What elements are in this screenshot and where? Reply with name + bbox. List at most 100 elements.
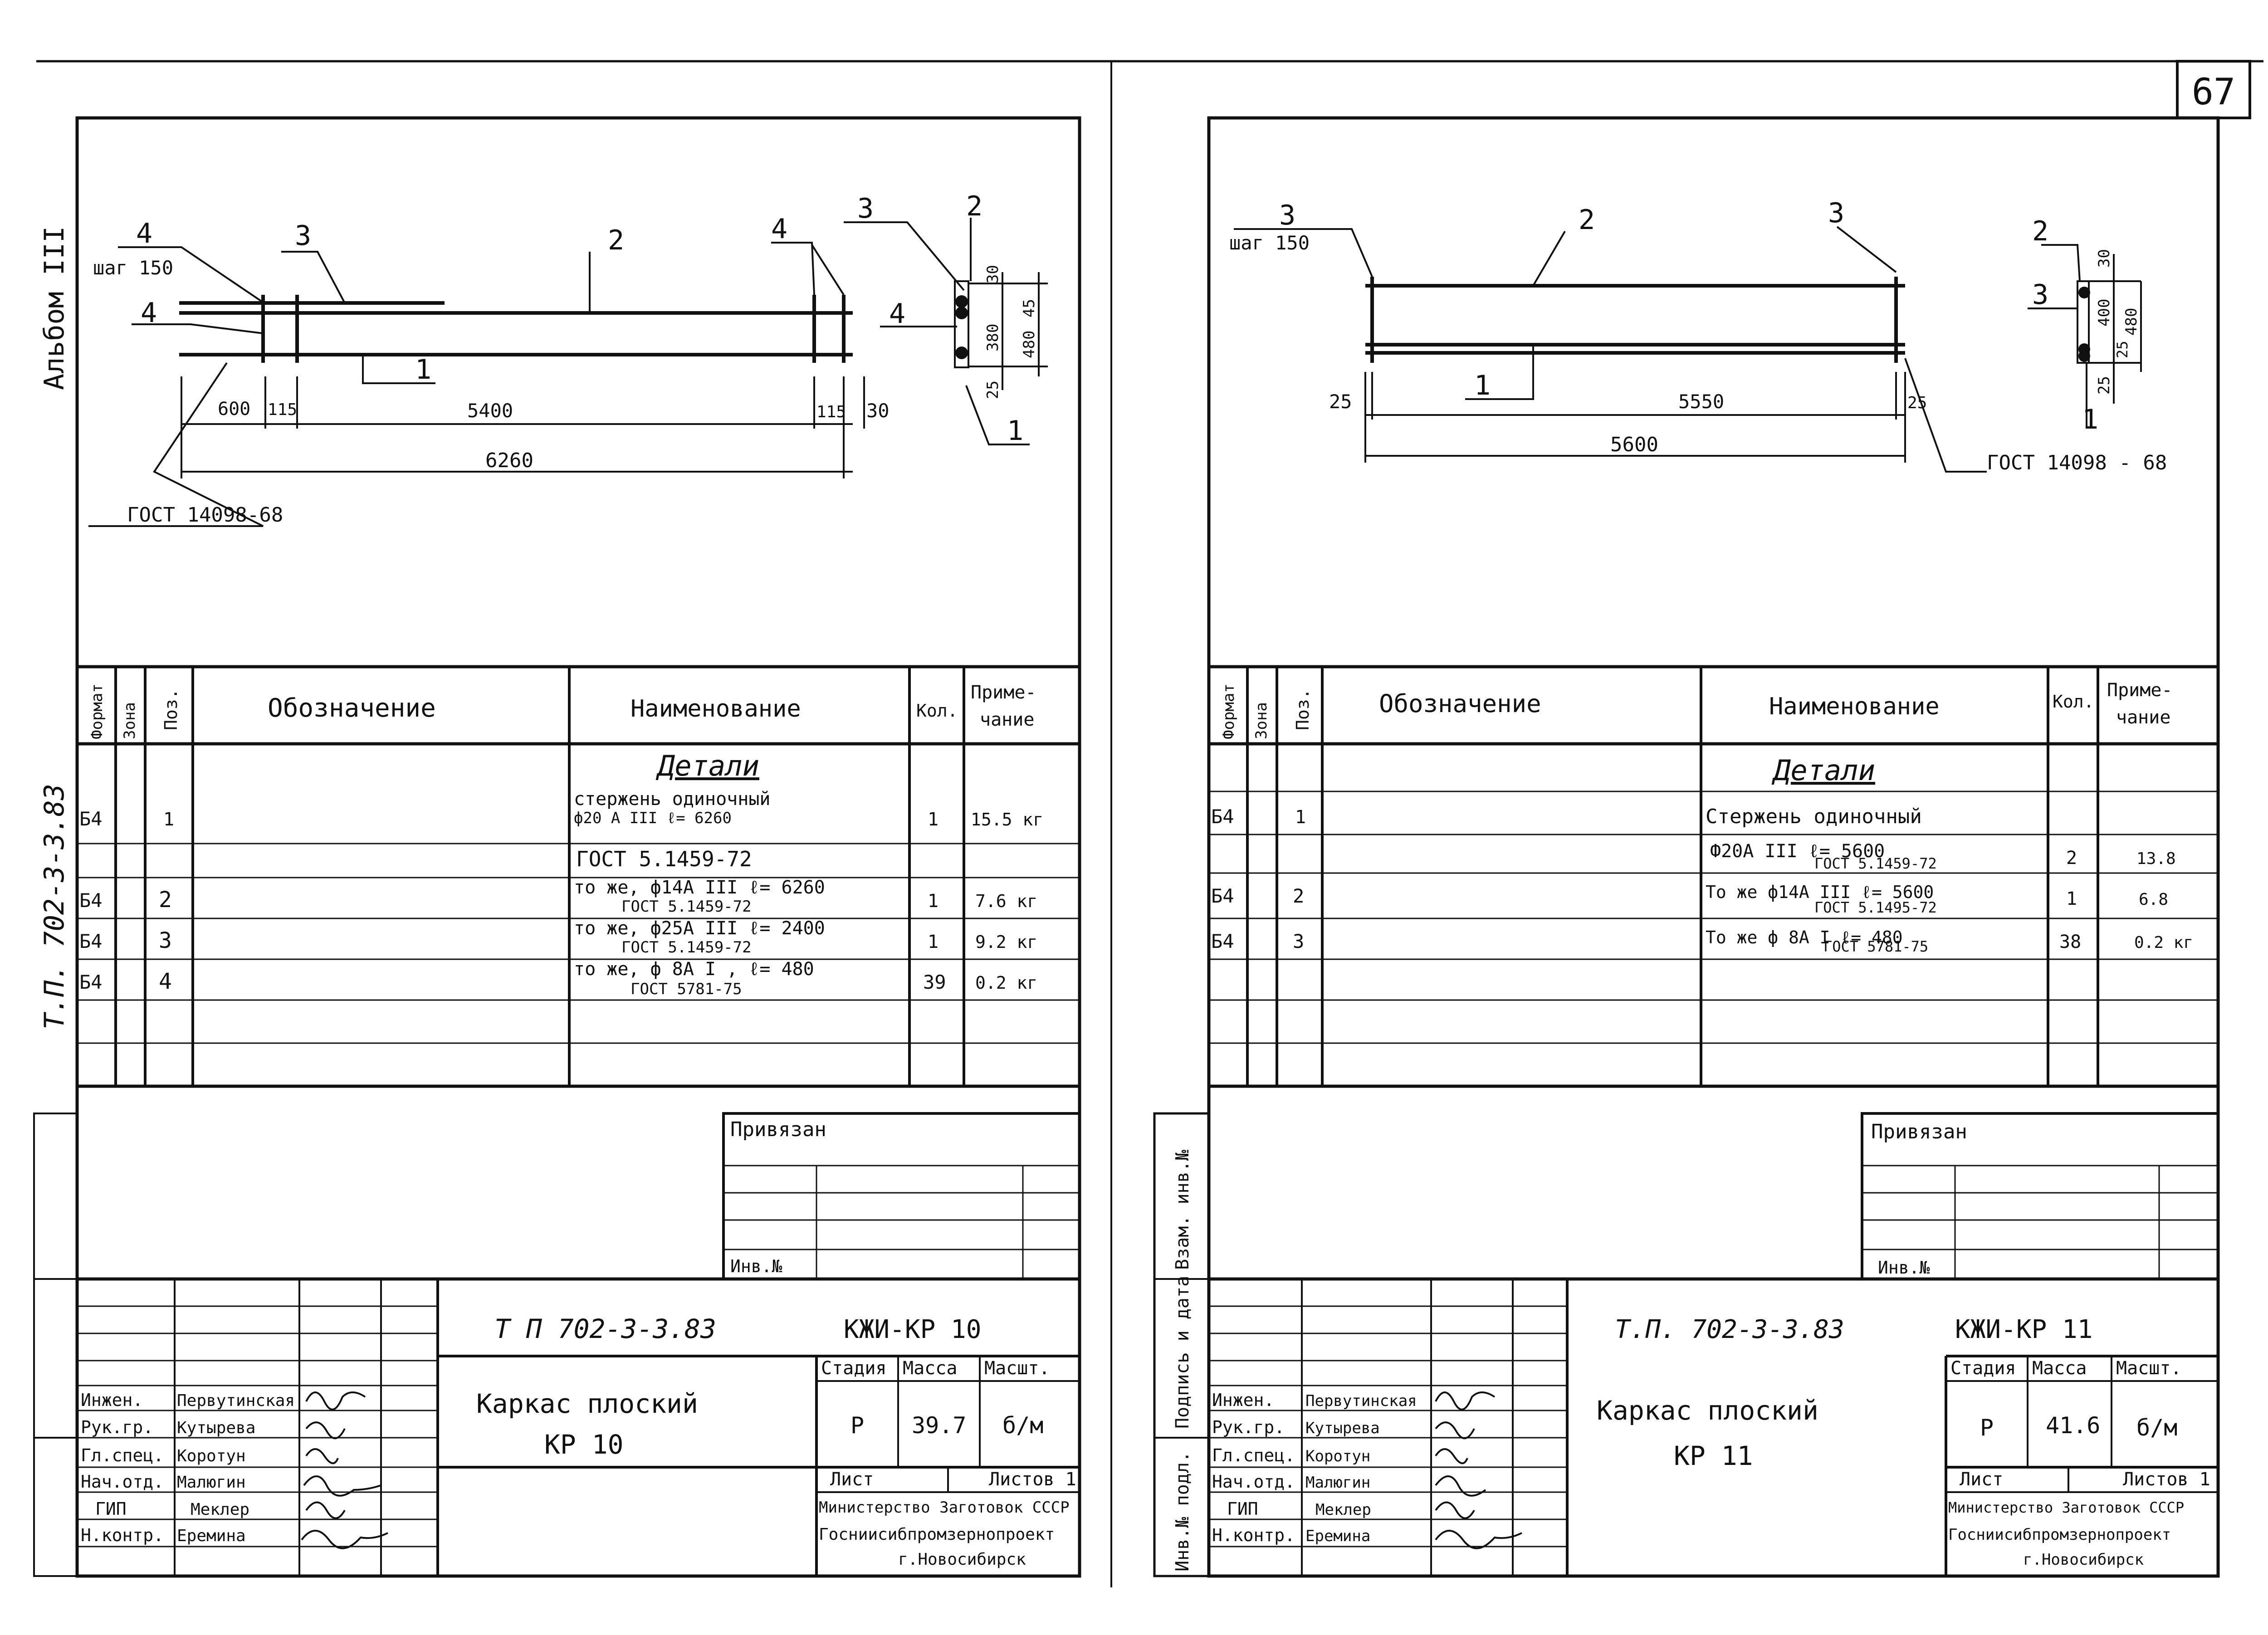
col-header-oboznachenie: Обозначение	[268, 693, 436, 723]
dim-label: 30	[866, 400, 890, 422]
svg-text:ГИП: ГИП	[95, 1499, 127, 1519]
svg-text:Н.контр.: Н.контр.	[81, 1525, 164, 1545]
svg-text:Инжен.: Инжен.	[1212, 1390, 1274, 1410]
right-frame	[1207, 116, 2220, 1578]
dim-label: 6260	[485, 449, 533, 472]
massa-value: 39.7	[912, 1412, 966, 1439]
svg-text:7.6 кг: 7.6 кг	[975, 891, 1037, 911]
listov-label: Листов 1	[2123, 1469, 2210, 1490]
svg-text:Б4: Б4	[1211, 885, 1234, 907]
svg-text:Нач.отд.: Нач.отд.	[81, 1472, 164, 1492]
doc-mark: КЖИ-КР 10	[844, 1315, 981, 1344]
side-stamp-vzam: Взам. инв.№	[1172, 1150, 1193, 1270]
org-line: г.Новосибирск	[2023, 1551, 2144, 1569]
svg-text:1: 1	[1295, 807, 1306, 828]
svg-text:Коротун: Коротун	[1305, 1447, 1370, 1465]
stadiya-value: Р	[850, 1412, 864, 1439]
svg-text:Б4: Б4	[1211, 930, 1234, 952]
svg-text:Б4: Б4	[79, 971, 103, 993]
step-label: шаг 150	[1229, 232, 1310, 254]
svg-text:то же, ф14А III ℓ= 6260: то же, ф14А III ℓ= 6260	[574, 877, 825, 898]
org-line: Госниисибпромзернопроект	[819, 1525, 1055, 1544]
svg-text:ГОСТ 5781-75: ГОСТ 5781-75	[631, 980, 742, 998]
right-spec-table	[1209, 665, 2218, 1088]
dim-label: 115	[268, 400, 297, 419]
massa-value: 41.6	[2046, 1412, 2100, 1439]
doc-mark: КЖИ-КР 11	[1955, 1315, 2092, 1344]
dim-label: 25	[984, 381, 1002, 399]
svg-text:Н.контр.: Н.контр.	[1212, 1525, 1295, 1545]
table-row: Б4 2 то же, ф14А III ℓ= 6260 ГОСТ 5.1459…	[79, 877, 1037, 916]
dim-label: 400	[2095, 299, 2113, 327]
dim-label: 5600	[1610, 433, 1658, 456]
massa-header: Масса	[2032, 1358, 2087, 1379]
step-label: шаг 150	[93, 257, 173, 279]
svg-text:Первутинская: Первутинская	[1305, 1392, 1417, 1410]
svg-text:ф20 А III ℓ= 6260: ф20 А III ℓ= 6260	[574, 809, 732, 827]
side-stamp-inv: Инв.№ подл.	[1172, 1451, 1193, 1572]
col-header-naimenovanie: Наименование	[1769, 693, 1940, 720]
svg-text:Гл.спец.: Гл.спец.	[1212, 1445, 1295, 1465]
svg-text:Стержень одиночный: Стержень одиночный	[1706, 805, 1922, 828]
list-label: Лист	[830, 1469, 874, 1490]
svg-text:3: 3	[1293, 930, 1304, 952]
leader-label: 3	[857, 193, 874, 225]
people-list: Инжен. Первутинская Рук.гр. Кутырева Гл.…	[1212, 1390, 1417, 1545]
dim-label: 5550	[1678, 390, 1724, 413]
col-header-prim: чание	[980, 709, 1034, 730]
left-sheet: 4 3 2 4 3 2 4 4 1 1 шаг 150 600 115 5400…	[75, 116, 1081, 1578]
people-list: Инжен. Первутинская Рук.гр. Кутырева Гл.…	[81, 1390, 295, 1545]
svg-text:0.2 кг: 0.2 кг	[975, 973, 1037, 993]
svg-text:Б4: Б4	[79, 808, 103, 830]
right-sheet: 3 2 3 2 3 1 1 шаг 150 25 5550 25 5600 30…	[1207, 116, 2220, 1578]
stadiya-header: Стадия	[821, 1358, 887, 1379]
col-header-poz: Поз.	[161, 688, 181, 730]
svg-text:то же, ф 8А I , ℓ= 480: то же, ф 8А I , ℓ= 480	[574, 959, 814, 980]
col-header-zona: Зона	[1252, 702, 1271, 739]
svg-text:Коротун: Коротун	[177, 1447, 246, 1465]
doc-code: Т П 702-3-3.83	[494, 1313, 716, 1344]
list-label: Лист	[1960, 1469, 2003, 1490]
svg-text:1: 1	[2066, 888, 2077, 909]
svg-text:6.8: 6.8	[2139, 890, 2168, 909]
masht-value: б/м	[2136, 1415, 2177, 1441]
table-row: Б4 1 стержень одиночный ф20 А III ℓ= 626…	[79, 789, 1043, 830]
dim-label: 480	[1020, 331, 1038, 358]
doc-title: Каркас плоский	[476, 1388, 698, 1419]
leader-label: 1	[1007, 415, 1023, 447]
svg-text:ГОСТ 5.1459-72: ГОСТ 5.1459-72	[576, 847, 752, 871]
svg-text:1: 1	[928, 932, 938, 952]
svg-text:то же, ф25А III ℓ= 2400: то же, ф25А III ℓ= 2400	[574, 918, 825, 939]
col-header-prim: чание	[2116, 707, 2170, 728]
doc-code: Т.П. 702-3-3.83	[1615, 1315, 1844, 1344]
svg-text:1: 1	[163, 809, 174, 830]
leader-label: 4	[889, 298, 905, 330]
leader-label: 3	[295, 220, 311, 252]
leader-label: 1	[415, 354, 431, 386]
svg-text:Меклер: Меклер	[191, 1500, 249, 1519]
doc-title: Каркас плоский	[1597, 1395, 1818, 1426]
svg-text:стержень одиночный: стержень одиночный	[574, 789, 770, 810]
leader-label: 2	[966, 190, 982, 222]
svg-text:Рук.гр.: Рук.гр.	[81, 1417, 153, 1437]
table-row: Б4 2 То же ф14А III ℓ= 5600 ГОСТ 5.1495-…	[1211, 882, 2168, 916]
dim-label: 45	[1020, 299, 1038, 317]
svg-text:38: 38	[2059, 932, 2081, 952]
inv-label: Инв.№	[730, 1256, 782, 1276]
org-line: Министерство Заготовок СССР	[819, 1498, 1070, 1517]
svg-text:ГОСТ 5.1459-72: ГОСТ 5.1459-72	[1814, 855, 1937, 872]
gost-label: ГОСТ 14098-68	[127, 503, 283, 527]
dim-label: 25	[1329, 390, 1352, 413]
col-header-poz: Поз.	[1293, 688, 1313, 730]
col-header-prim: Приме-	[971, 682, 1036, 703]
col-header-kol: Кол.	[916, 701, 958, 721]
col-header-format: Формат	[88, 683, 106, 739]
org-line: Госниисибпромзернопроект	[1948, 1526, 2171, 1544]
page-number: 67	[2192, 71, 2235, 113]
svg-text:То же ф 8А I ℓ= 480: То же ф 8А I ℓ= 480	[1706, 927, 1903, 947]
svg-text:ГОСТ 5.1459-72: ГОСТ 5.1459-72	[621, 898, 752, 916]
leader-label: 2	[608, 225, 624, 256]
leader-label: 1	[2082, 404, 2098, 435]
svg-text:15.5 кг: 15.5 кг	[971, 810, 1043, 830]
svg-text:Еремина: Еремина	[1305, 1527, 1370, 1545]
